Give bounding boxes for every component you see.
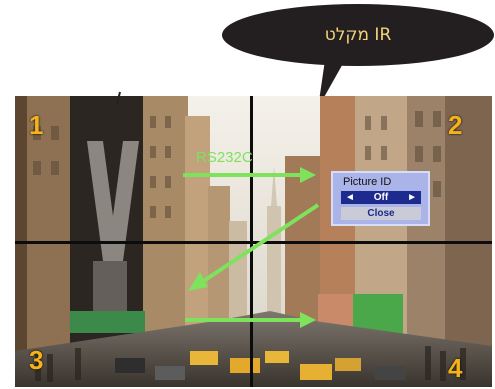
- picture-id-osd-menu: Picture ID ◄ Off ► Close: [331, 171, 430, 226]
- picture-id-value-selector[interactable]: ◄ Off ►: [341, 191, 421, 204]
- ir-receiver-callout: מקלט IR: [222, 4, 494, 66]
- left-arrow-icon[interactable]: ◄: [345, 192, 355, 203]
- rs232c-label: RS232C: [196, 149, 253, 166]
- monitor-number-3: 3: [29, 345, 44, 375]
- picture-id-value: Off: [373, 192, 389, 203]
- close-button[interactable]: Close: [341, 207, 421, 220]
- monitor-number-4: 4: [448, 353, 463, 383]
- right-arrow-icon[interactable]: ►: [407, 192, 417, 203]
- monitor-number-1: 1: [29, 110, 44, 140]
- monitor-number-2: 2: [448, 110, 463, 140]
- bezel-horizontal: [15, 241, 492, 244]
- video-wall: [15, 96, 492, 387]
- osd-title: Picture ID: [343, 176, 392, 188]
- ir-receiver-label: מקלט IR: [324, 25, 392, 45]
